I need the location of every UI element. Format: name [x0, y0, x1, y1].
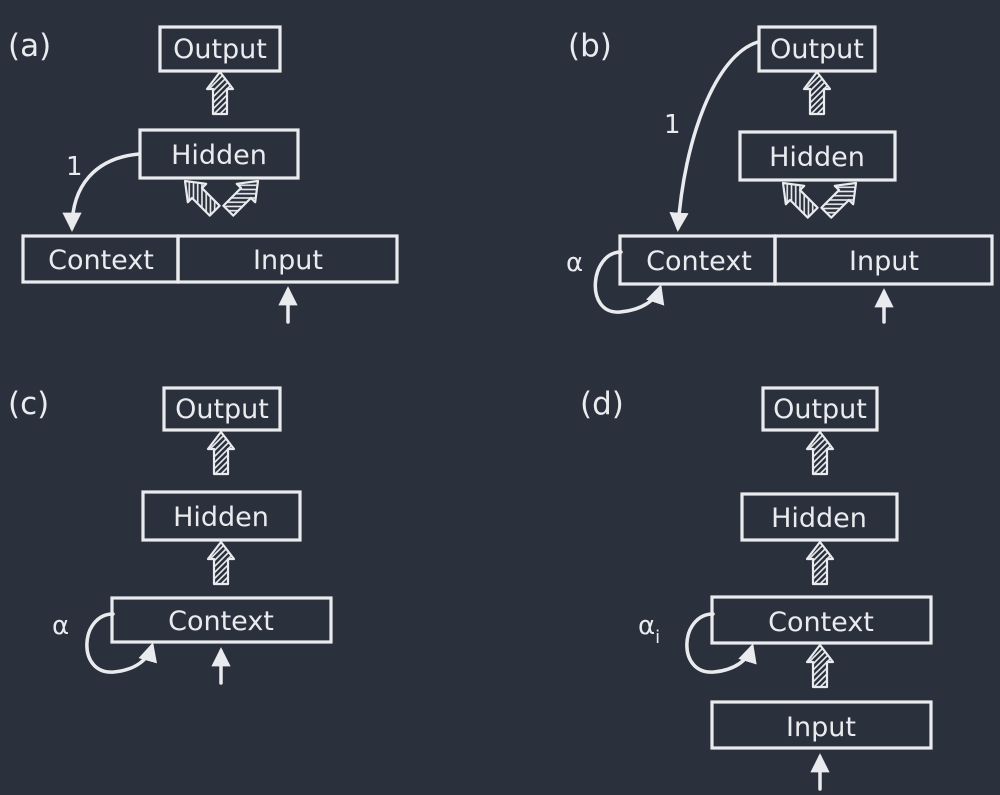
panel-c-self-loop-arrow: [85, 612, 158, 674]
panel-d-hidden-to-output-arrow: [805, 430, 835, 476]
panel-d-input-to-context-arrow: [805, 643, 835, 689]
panel-d-output-box: [761, 386, 879, 432]
panel-d-input-label: Input: [786, 712, 856, 743]
panel-b-context-input-row: [618, 234, 994, 286]
panel-d-self-loop-arrow: [685, 612, 757, 674]
panel-d-letter: (d): [580, 386, 624, 422]
panel-b-context-label: Context: [646, 246, 752, 277]
panel-d-decay-symbol: α: [638, 611, 655, 641]
panel-d-context-label: Context: [768, 607, 874, 638]
panel-d: (d) Output Hidden Context Input αi: [580, 386, 933, 791]
panel-c-context-label: Context: [168, 606, 274, 637]
panel-a-context-label: Context: [48, 245, 154, 276]
panel-b-self-loop-arrow: [593, 250, 665, 314]
panel-d-decay-subscript: i: [655, 627, 660, 648]
panel-a-output-label: Output: [173, 34, 267, 65]
panel-d-context-to-hidden-arrow: [805, 540, 835, 586]
panel-c-output-label: Output: [175, 394, 269, 425]
panel-d-output-label: Output: [773, 394, 867, 425]
panel-c-context-to-hidden-arrow: [206, 540, 236, 586]
panel-a-letter: (a): [8, 28, 51, 64]
panel-c-output-box: [162, 386, 282, 432]
panel-b-output-copy-back-arrow: [669, 40, 760, 232]
panel-c-letter: (c): [8, 386, 49, 422]
panel-a-context-input-row: [21, 234, 399, 284]
panel-d-context-box: [710, 595, 933, 645]
panel-b-output-label: Output: [770, 34, 864, 65]
panel-b-hidden-box: [738, 130, 897, 182]
panel-b-weight-label: 1: [664, 110, 681, 140]
panel-b: (b) Output Hidden Context Input 1 α: [566, 25, 994, 324]
panel-a-input-label: Input: [253, 245, 323, 276]
panel-d-input-box: [710, 700, 933, 750]
panel-b-hidden-to-output-arrow: [802, 70, 832, 116]
panel-a: (a) Output Hidden Context Input 1: [8, 25, 399, 324]
panel-d-decay-label: αi: [638, 611, 660, 648]
panel-b-hidden-label: Hidden: [769, 142, 865, 173]
panel-c-hidden-to-output-arrow: [206, 430, 236, 476]
panel-d-hidden-label: Hidden: [771, 503, 867, 534]
panel-c-hidden-box: [141, 490, 302, 542]
panel-b-letter: (b): [568, 28, 612, 64]
panel-c-hidden-label: Hidden: [173, 502, 269, 533]
panel-b-input-label: Input: [849, 246, 919, 277]
panel-a-weight-label: 1: [66, 152, 83, 182]
panel-d-hidden-box: [740, 492, 899, 542]
panel-a-copy-back-arrow: [62, 152, 141, 232]
panel-a-hidden-label: Hidden: [171, 140, 267, 171]
panel-c-context-box: [110, 596, 333, 644]
panel-c-decay-label: α: [52, 611, 69, 641]
panel-b-decay-label: α: [566, 248, 583, 278]
panel-a-hidden-to-output-arrow: [205, 70, 235, 116]
panel-c: (c) Output Hidden Context α: [8, 386, 333, 685]
